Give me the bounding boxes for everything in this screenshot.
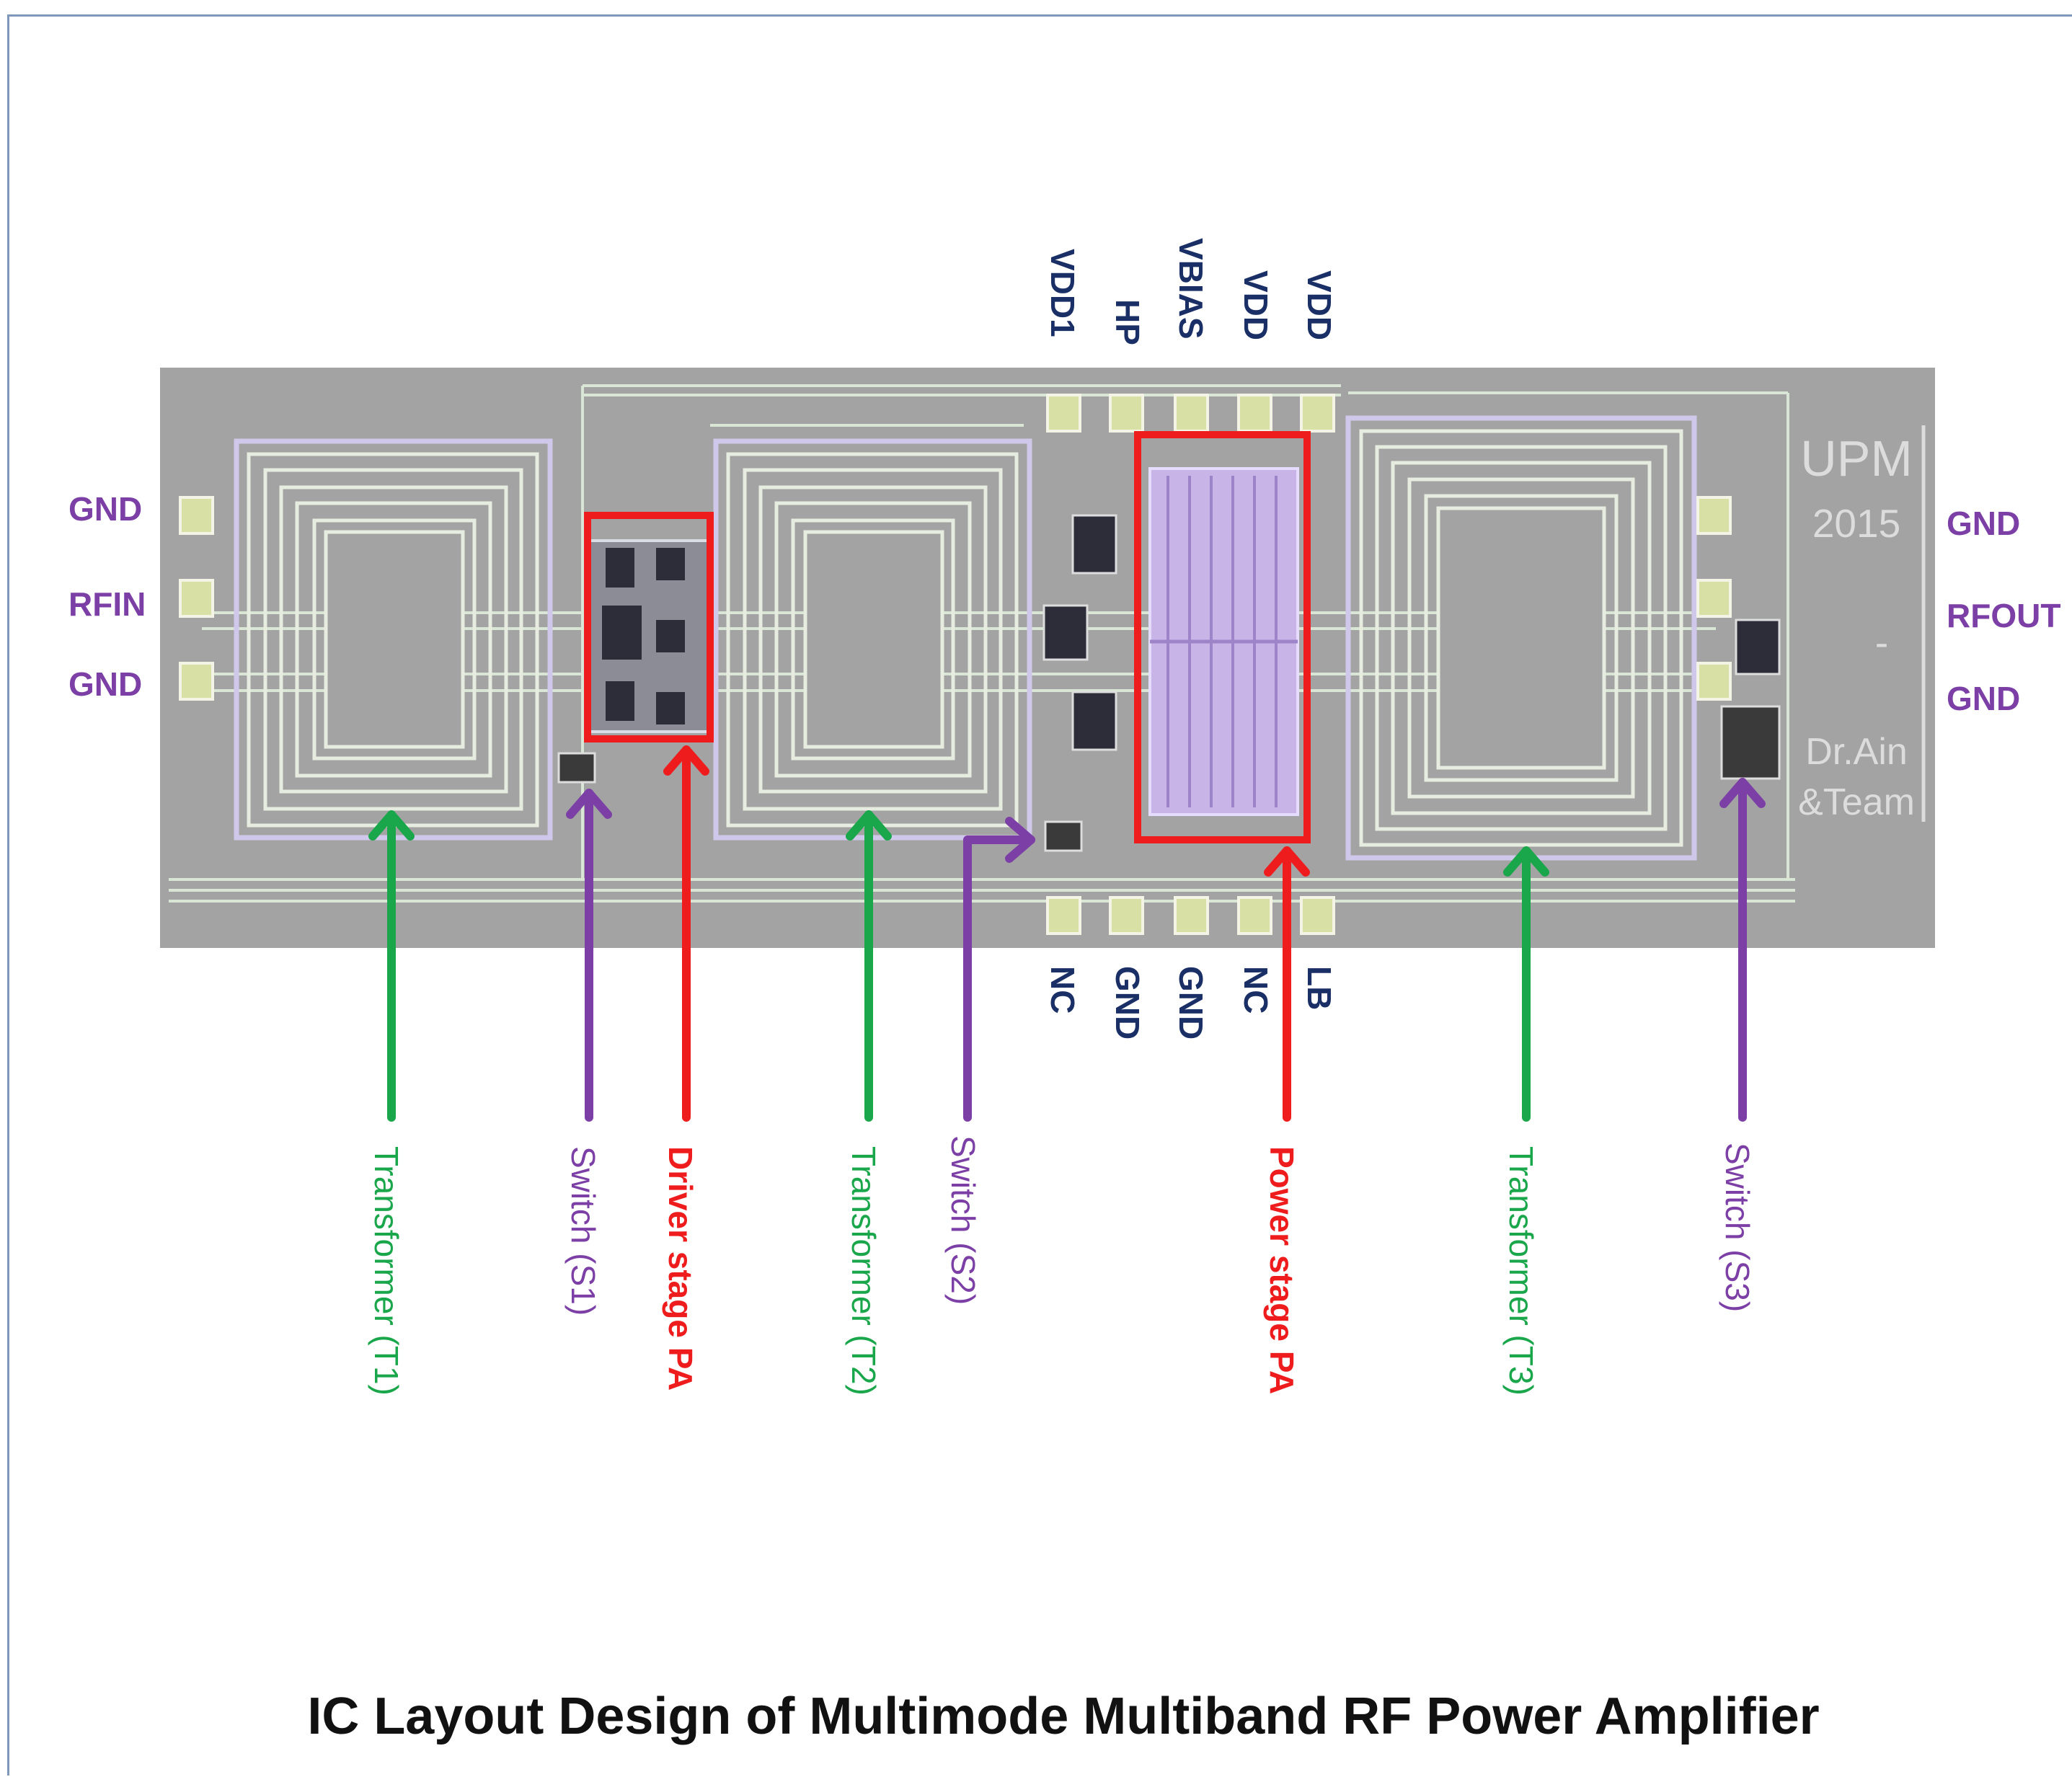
watermark-line5: &Team bbox=[1798, 781, 1915, 823]
callout-transformer-t2: Transformer (T2) bbox=[845, 1146, 882, 1396]
watermark: UPM 2015 - Dr.Ain &Team bbox=[1798, 430, 1915, 823]
callout-switch-s2: Switch (S2) bbox=[944, 1135, 982, 1305]
callout-transformer-t3: Transformer (T3) bbox=[1502, 1146, 1540, 1396]
pin-right-1: GND bbox=[1947, 505, 2020, 542]
slide-frame bbox=[7, 14, 2072, 1776]
pin-right-2: RFOUT bbox=[1947, 597, 2060, 634]
driver-stage-highlight bbox=[584, 512, 714, 742]
pin-bottom-3: GND bbox=[1172, 966, 1210, 1040]
watermark-line1: UPM bbox=[1800, 430, 1913, 487]
diagram-title: IC Layout Design of Multimode Multiband … bbox=[307, 1688, 1820, 1745]
pin-left-2: RFIN bbox=[68, 585, 146, 623]
pin-top-2: HP bbox=[1109, 299, 1146, 345]
power-stage-block bbox=[1148, 467, 1299, 816]
pin-right-3: GND bbox=[1947, 680, 2020, 717]
pin-bottom-1: NC bbox=[1044, 966, 1081, 1014]
driver-stage-block bbox=[588, 539, 714, 733]
pin-top-1: VDD1 bbox=[1044, 249, 1081, 337]
pin-top-3: VBIAS bbox=[1172, 238, 1210, 340]
callout-switch-s3: Switch (S3) bbox=[1719, 1143, 1756, 1312]
switch-s3-block bbox=[1720, 619, 1781, 780]
watermark-line2: 2015 bbox=[1812, 501, 1900, 546]
pin-left-1: GND bbox=[68, 490, 142, 528]
switch-s2-block bbox=[1042, 514, 1117, 852]
watermark-line3: - bbox=[1875, 620, 1888, 665]
callout-power-stage-pa: Power stage PA bbox=[1263, 1146, 1301, 1394]
pin-bottom-5: LB bbox=[1301, 966, 1338, 1010]
callout-driver-stage-pa: Driver stage PA bbox=[662, 1146, 699, 1391]
bond-pads bbox=[179, 394, 1732, 935]
pin-top-5: VDD bbox=[1301, 270, 1338, 340]
callout-transformer-t1: Transformer (T1) bbox=[368, 1146, 405, 1396]
callout-switch-s1: Switch (S1) bbox=[565, 1146, 602, 1316]
transformer-t1 bbox=[234, 438, 553, 841]
pin-top-4: VDD bbox=[1237, 270, 1275, 340]
switch-s1-block bbox=[557, 752, 596, 784]
transformer-t3 bbox=[1345, 415, 1697, 861]
callout-arrows bbox=[368, 745, 1766, 1122]
pin-bottom-4: NC bbox=[1237, 966, 1275, 1014]
pin-bottom-2: GND bbox=[1109, 966, 1146, 1040]
pin-left-3: GND bbox=[68, 665, 142, 703]
power-stage-highlight bbox=[1134, 431, 1311, 843]
watermark-line4: Dr.Ain bbox=[1805, 731, 1908, 773]
